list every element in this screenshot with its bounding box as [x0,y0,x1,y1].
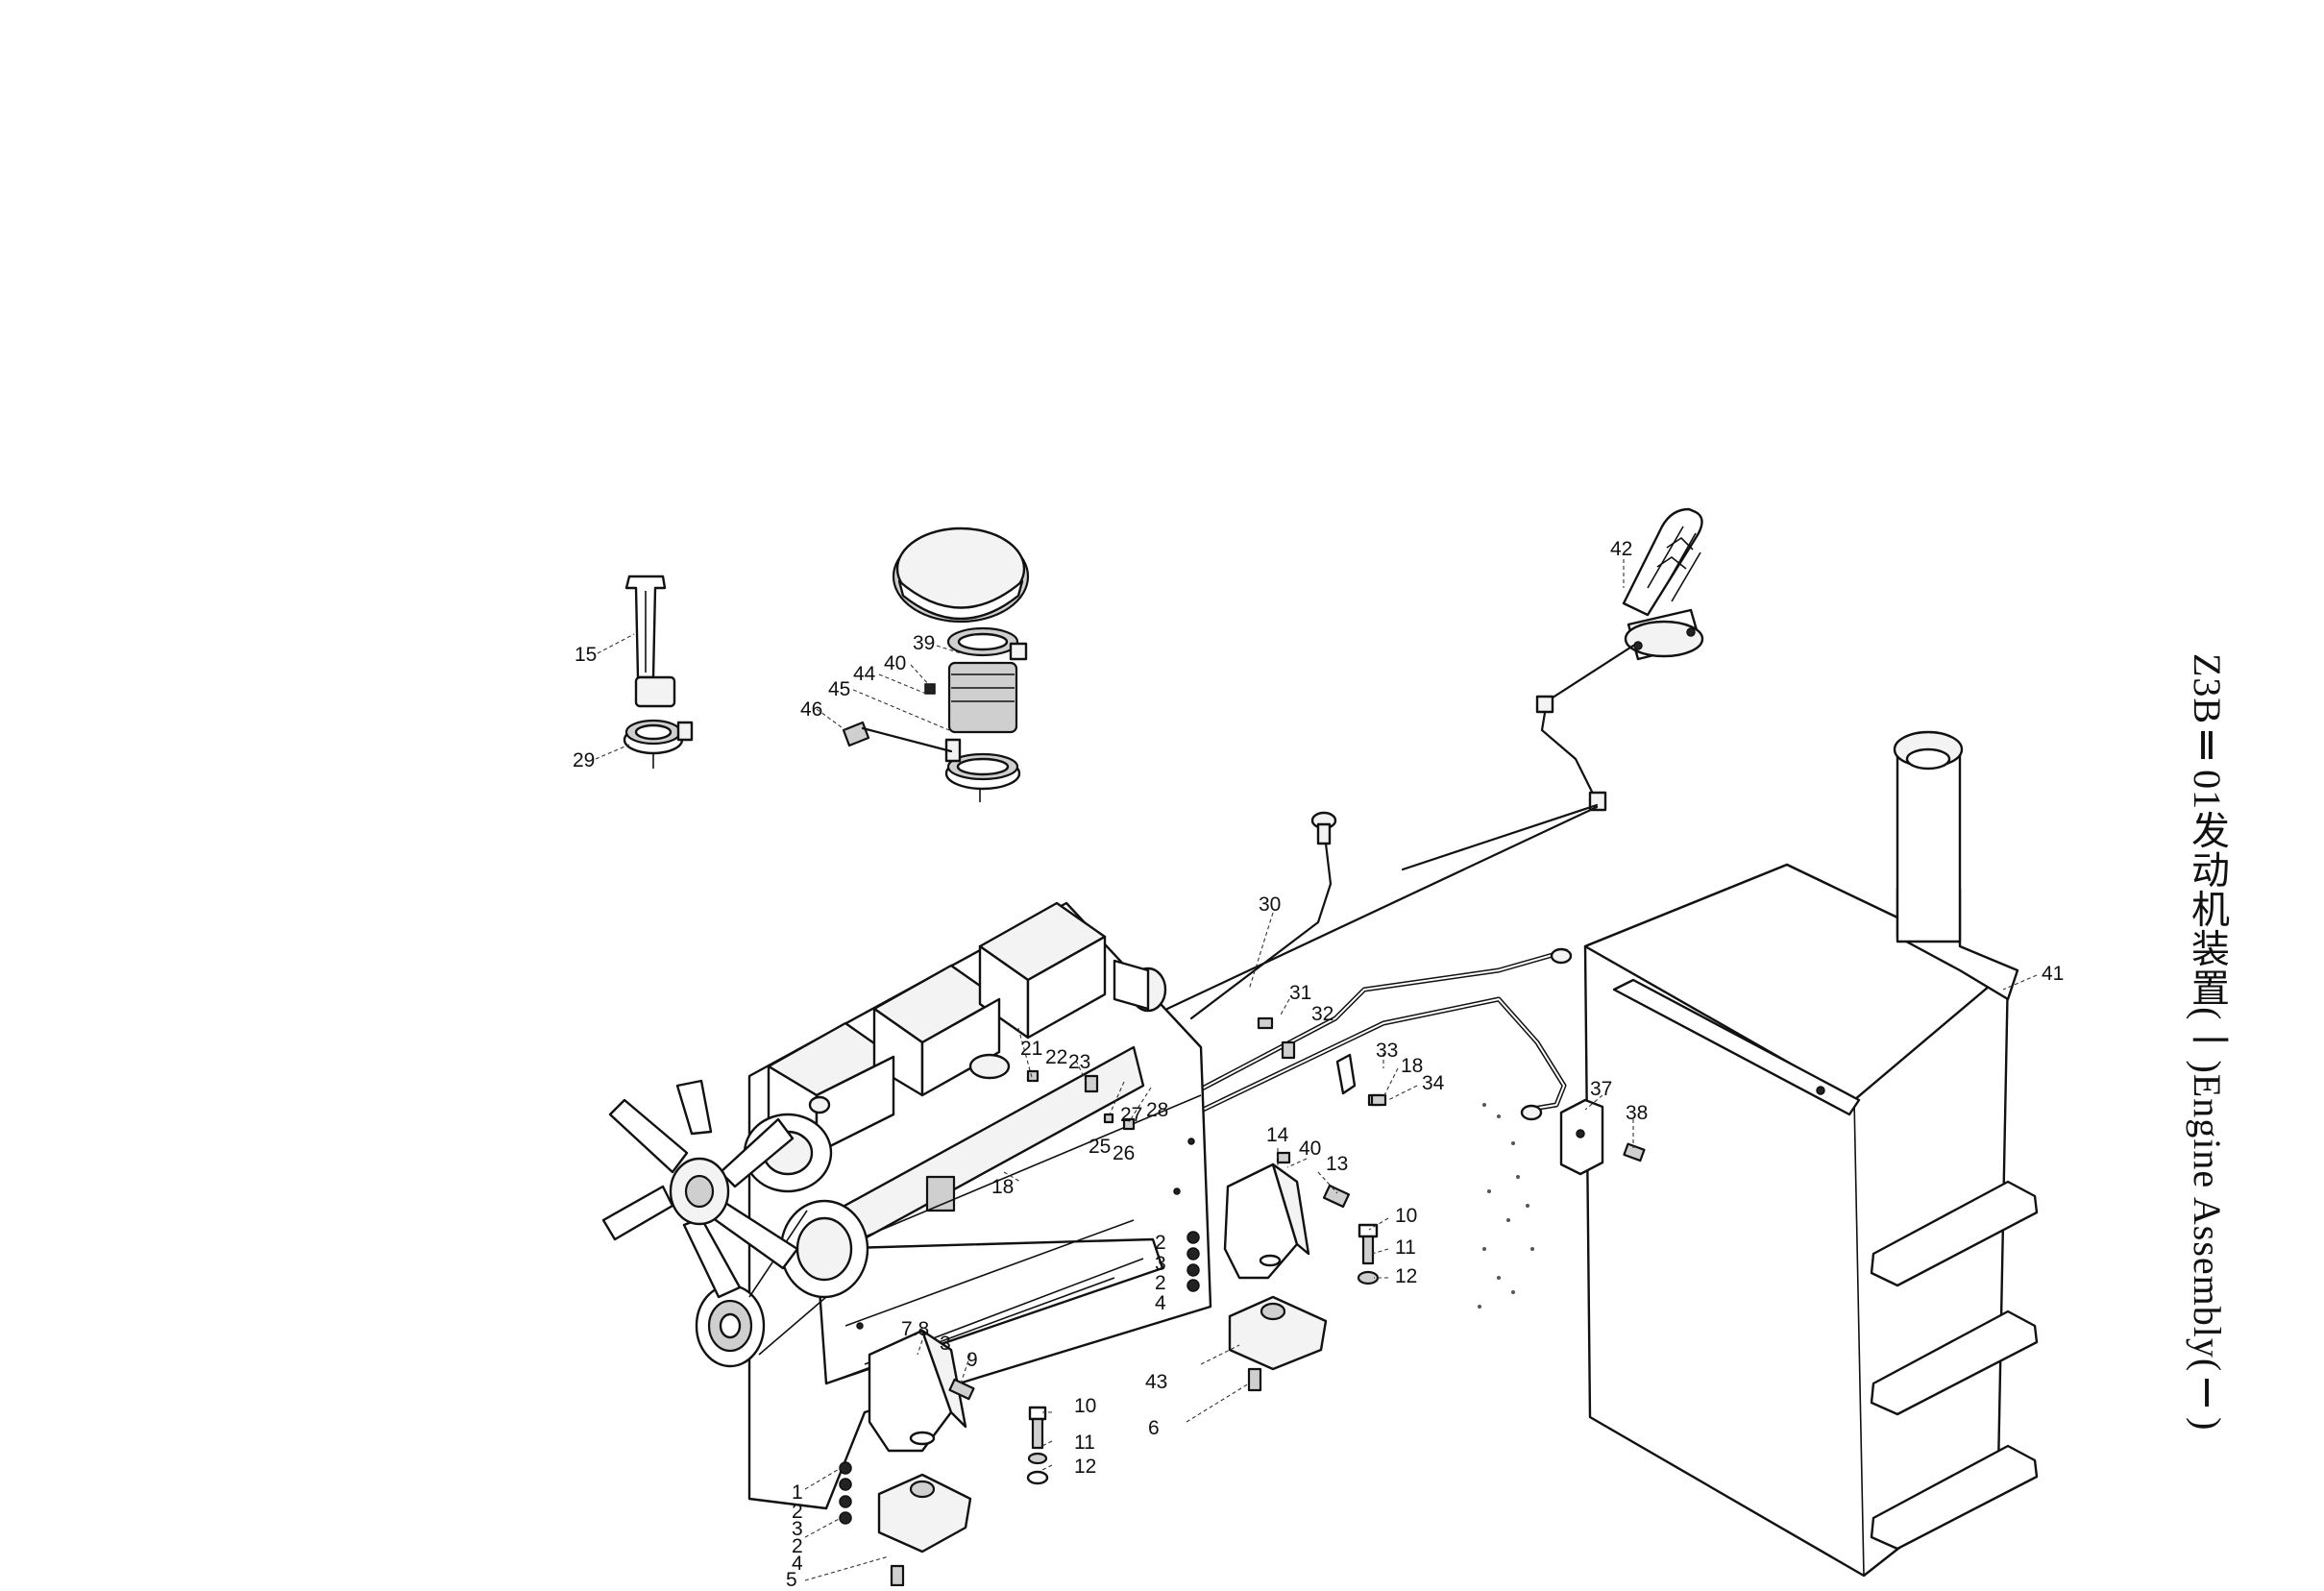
callout-28: 28 [1146,1099,1168,1121]
callout-38: 38 [1626,1102,1648,1124]
callout-31: 31 [1289,982,1311,1004]
callout-26: 26 [1113,1142,1135,1164]
callout-40b: 40 [1299,1138,1321,1160]
callout-13: 13 [1326,1153,1348,1175]
callout-25: 25 [1089,1136,1111,1158]
callout-44: 44 [853,663,876,685]
callout-33: 33 [1376,1040,1398,1062]
throttle-linkage [1113,644,1635,1041]
drawing-name-zh: 发动机装置(一) [2186,810,2229,1074]
clamp-part [623,719,694,769]
callout-12a: 12 [1395,1265,1417,1287]
drawing-name-en: Engine Assembly(Ⅰ) [2186,1073,2229,1432]
callout-10b: 10 [1074,1395,1096,1417]
hand-throttle-part [1189,811,1337,1020]
callout-40: 40 [884,652,906,674]
callout-4a: 4 [1155,1292,1166,1314]
muffler-tank-part [1583,730,2039,1578]
callout-29: 29 [573,749,595,771]
callout-4b: 4 [792,1553,803,1575]
callout-2b: 2 [1155,1272,1166,1294]
dipstick-part [624,575,676,708]
callout-45: 45 [828,678,850,700]
drawing-title: Z3BⅡ01发动机装置(一)Engine Assembly(Ⅰ) [2179,653,2235,1432]
callout-5: 5 [786,1569,797,1586]
callout-2a: 2 [1155,1232,1166,1254]
scan-speckle [1478,1103,1534,1309]
accelerator-pedal-part [1622,507,1704,661]
bolt-washer-set [948,1016,1387,1485]
callout-43: 43 [1145,1371,1167,1393]
callout-27: 27 [1120,1104,1142,1126]
callout-42: 42 [1610,538,1632,560]
callout-2c: 2 [792,1501,803,1523]
callout-14: 14 [1266,1124,1289,1146]
callout-32: 32 [1311,1003,1333,1025]
air-filter-part [842,526,1030,802]
callout-3c: 3 [792,1518,803,1540]
callout-46: 46 [800,698,822,721]
callout-39: 39 [913,632,935,654]
callout-3b: 3 [940,1333,951,1355]
bracket-part [1559,1098,1646,1176]
callout-2d: 2 [792,1535,803,1557]
callout-37: 37 [1590,1078,1612,1100]
front-mount-part [839,1329,972,1587]
callout-6: 6 [1148,1417,1160,1439]
engine-block-part [695,901,1212,1510]
callout-23: 23 [1068,1051,1090,1073]
callout-12b: 12 [1074,1456,1096,1478]
callout-11a: 11 [1395,1236,1416,1259]
callout-10a: 10 [1395,1205,1417,1227]
drawing-code: Z3BⅡ01 [2186,653,2229,811]
callout-34: 34 [1422,1072,1445,1094]
callout-22: 22 [1045,1046,1067,1068]
callout-15: 15 [575,644,597,666]
callout-41: 41 [2042,963,2064,985]
fan-part [601,1079,799,1299]
callout-9: 9 [966,1349,978,1371]
callout-3a: 3 [1155,1253,1166,1275]
callout-7-8: 7.8 [901,1318,929,1340]
rear-mount-part [1186,1163,1328,1392]
callout-18a: 18 [1401,1055,1423,1077]
callout-1: 1 [792,1481,803,1504]
callout-21: 21 [1020,1038,1042,1060]
leader-lines [595,559,2038,1581]
callout-18b: 18 [991,1176,1014,1198]
callout-labels: 15 29 39 40 44 45 46 42 30 41 31 32 33 1… [573,538,2064,1591]
callout-30: 30 [1259,893,1281,916]
callout-11b: 11 [1074,1432,1095,1454]
